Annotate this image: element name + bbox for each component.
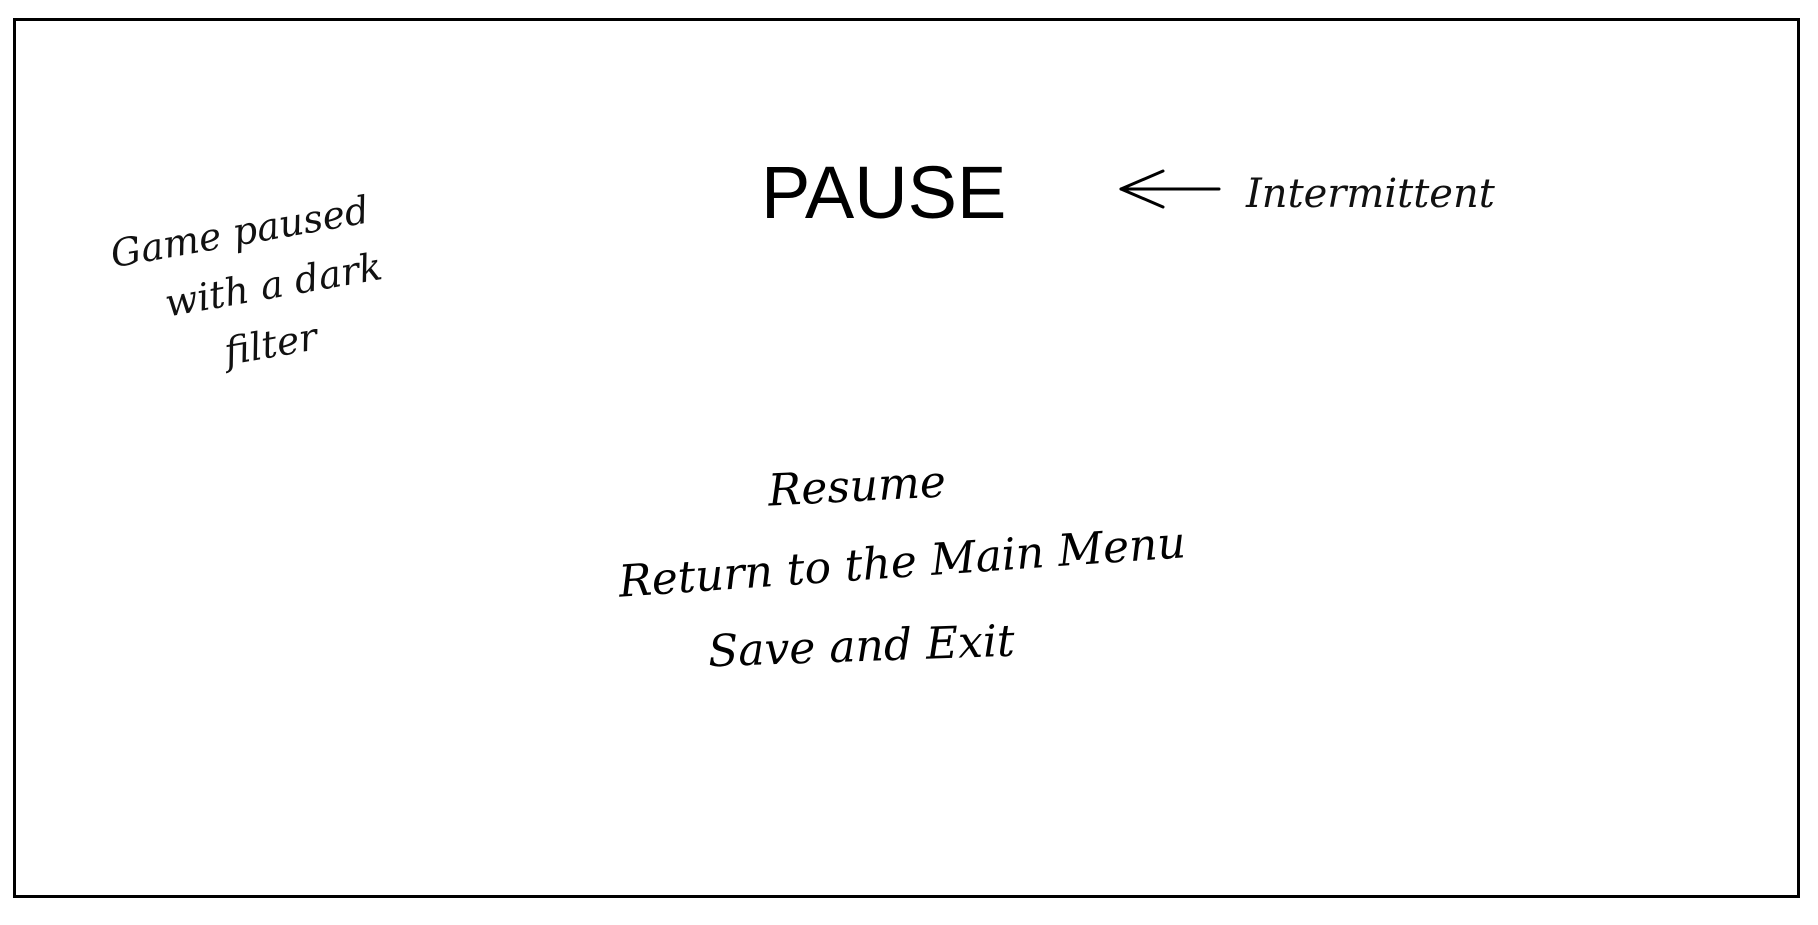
pause-menu: Resume Return to the Main Menu Save and …	[556, 456, 1256, 721]
left-arrow-icon	[1119, 169, 1221, 209]
pause-title: PAUSE	[761, 151, 1007, 234]
return-main-menu-button[interactable]: Return to the Main Menu	[616, 517, 1188, 608]
game-pause-frame: PAUSE Game paused with a dark filter Int…	[13, 18, 1800, 898]
save-and-exit-button[interactable]: Save and Exit	[707, 615, 1016, 678]
intermittent-annotation: Intermittent	[1246, 171, 1495, 217]
dark-filter-annotation: Game paused with a dark filter	[106, 180, 397, 397]
resume-button[interactable]: Resume	[766, 456, 948, 517]
